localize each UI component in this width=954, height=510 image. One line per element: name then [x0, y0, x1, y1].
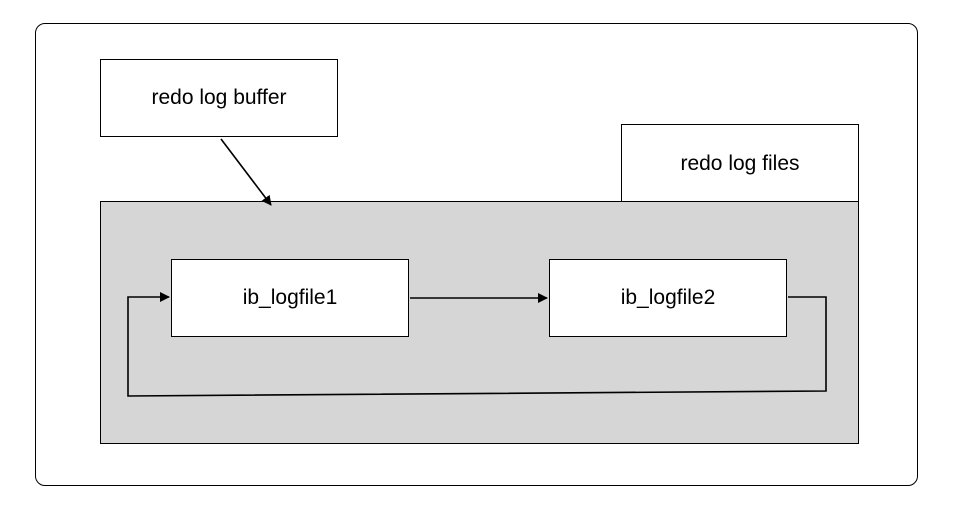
redo-log-buffer-box: redo log buffer	[100, 59, 338, 137]
ib-logfile2-box: ib_logfile2	[549, 259, 787, 337]
redo-log-buffer-label: redo log buffer	[151, 86, 287, 109]
redo-log-files-label-box: redo log files	[621, 124, 859, 203]
redo-log-files-label: redo log files	[680, 151, 800, 175]
ib-logfile1-box: ib_logfile1	[171, 259, 409, 337]
ib-logfile2-label: ib_logfile2	[620, 286, 716, 309]
ib-logfile1-label: ib_logfile1	[242, 286, 338, 309]
